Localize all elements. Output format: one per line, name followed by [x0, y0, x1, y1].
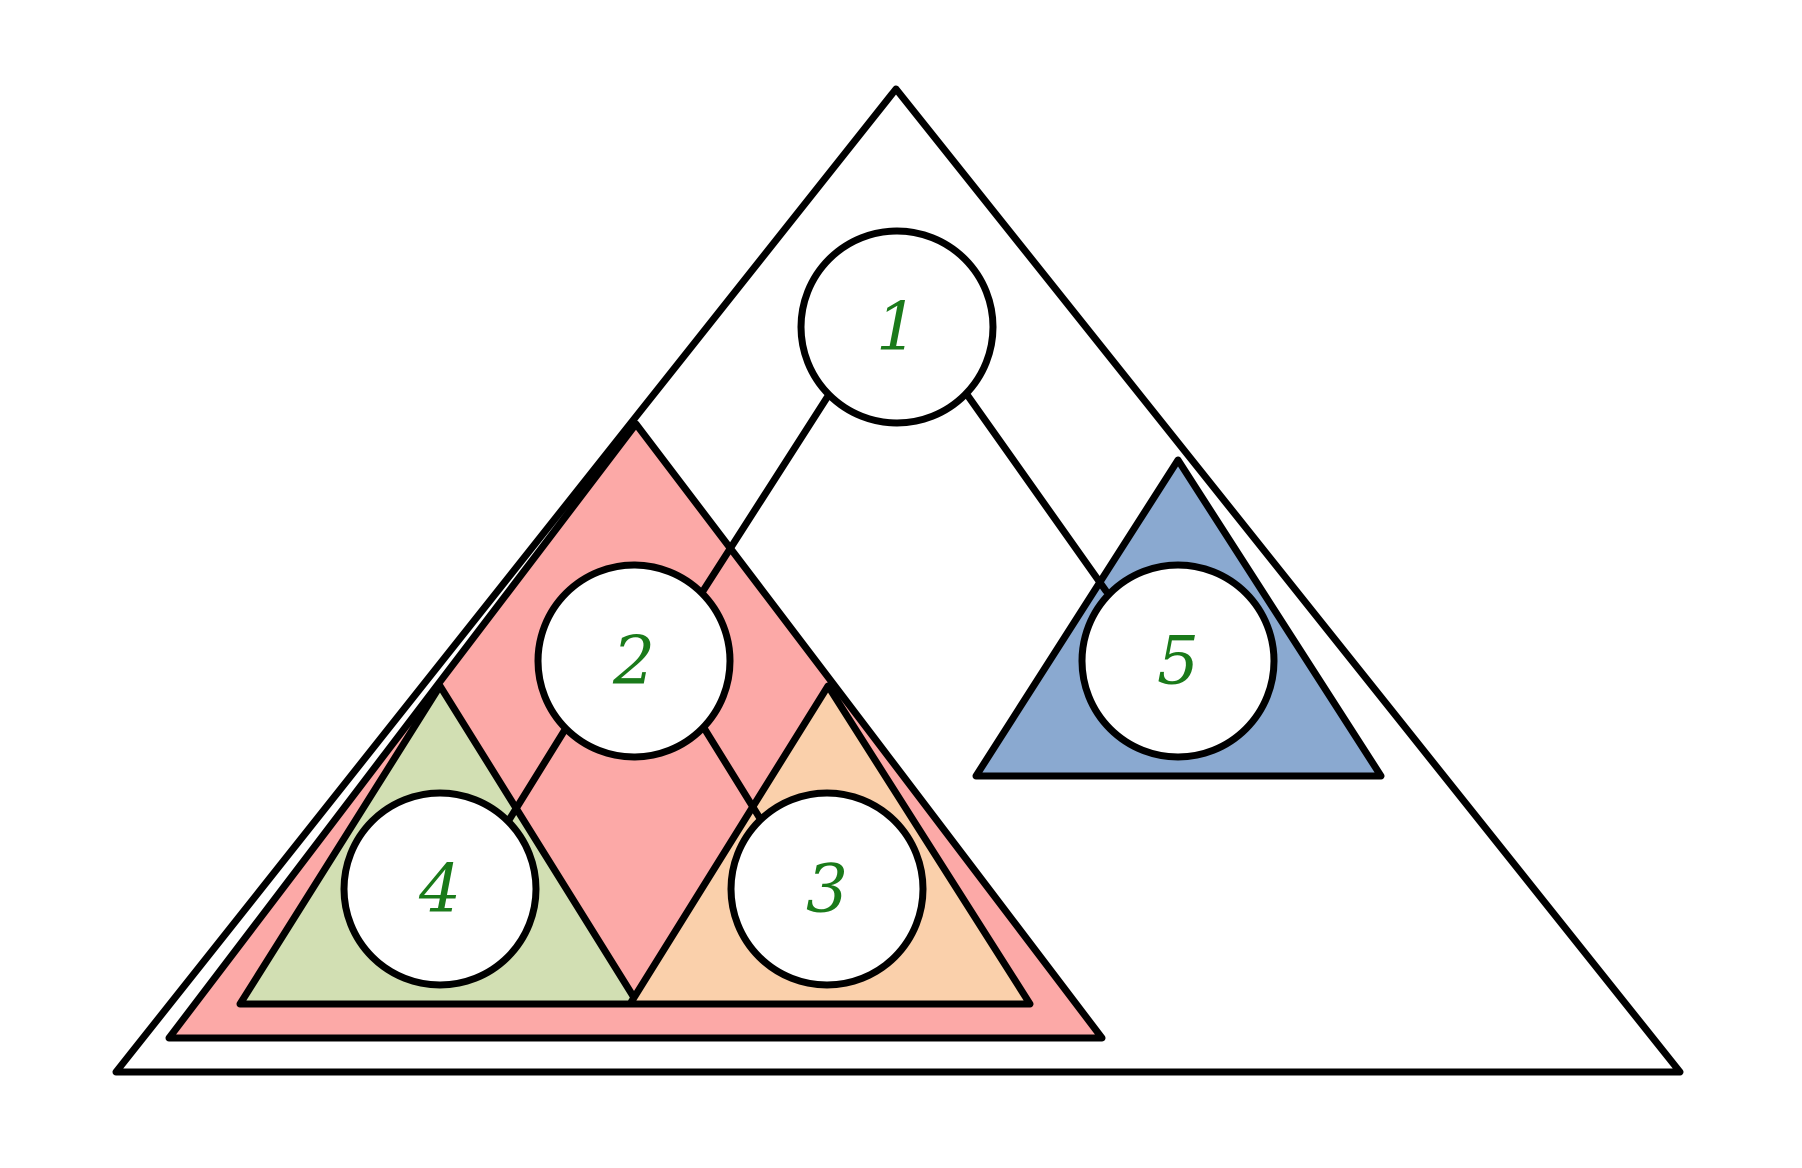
node-1: 1	[797, 227, 997, 427]
node-4-circle	[340, 789, 540, 989]
node-3-circle	[727, 789, 927, 989]
node-2: 2	[534, 561, 734, 761]
node-3: 3	[727, 789, 927, 989]
node-2-circle	[534, 561, 734, 761]
node-5-circle	[1078, 561, 1278, 761]
node-2-label: 2	[612, 623, 655, 700]
edge-1-5	[964, 392, 1110, 595]
node-5: 5	[1078, 561, 1278, 761]
node-4: 4	[340, 789, 540, 989]
node-3-label: 3	[806, 851, 848, 928]
node-4-label: 4	[418, 851, 461, 928]
edge-2-3	[700, 724, 765, 824]
node-1-label: 1	[876, 289, 918, 366]
node-5-label: 5	[1157, 623, 1199, 700]
edge-2-4	[505, 724, 570, 824]
edge-1-2	[699, 392, 832, 595]
node-1-circle	[797, 227, 997, 427]
